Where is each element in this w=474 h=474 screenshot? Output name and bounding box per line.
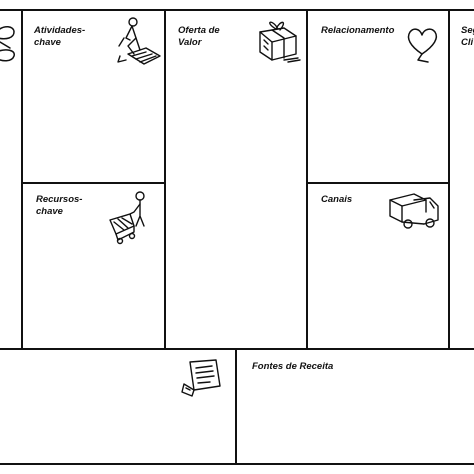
chain-link-icon xyxy=(0,22,20,66)
label-line-1: Canais xyxy=(321,194,353,205)
label-fontes-de-receita: Fontes de Receita xyxy=(252,361,333,373)
divider-activities-resources xyxy=(21,182,166,184)
divider-bottom-row xyxy=(0,348,474,350)
worker-cart-icon xyxy=(108,190,156,246)
divider-cost-revenue xyxy=(235,348,237,464)
divider-bottom xyxy=(0,463,474,465)
price-tag-icon xyxy=(180,356,224,400)
divider-top xyxy=(0,9,474,11)
divider-activities-value xyxy=(164,9,166,349)
label-line-2: chave xyxy=(34,37,61,48)
divider-left-edge xyxy=(21,9,23,349)
gift-icon xyxy=(254,14,302,64)
label-line-1: Atividades- xyxy=(34,25,86,36)
worker-icon xyxy=(110,16,164,68)
divider-relationship-segments xyxy=(448,9,450,349)
label-line-1: Oferta de xyxy=(178,25,220,36)
heart-icon xyxy=(404,24,440,64)
label-line-1: Fontes de Receita xyxy=(252,361,334,372)
label-relacionamento: Relacionamento xyxy=(321,25,394,37)
divider-relationship-channels xyxy=(306,182,450,184)
label-line-1: Recursos- xyxy=(36,194,83,205)
label-recursos-chave: Recursos- chave xyxy=(36,194,82,218)
label-line-2: chave xyxy=(36,206,63,217)
label-line-2: Valor xyxy=(178,37,202,48)
label-segmentos-clientes: Seg Cli xyxy=(461,25,474,49)
label-line-1: Seg xyxy=(461,25,474,36)
label-canais: Canais xyxy=(321,194,352,206)
divider-value-relationship xyxy=(306,9,308,349)
label-oferta-de-valor: Oferta de Valor xyxy=(178,25,220,49)
label-atividades-chave: Atividades- chave xyxy=(34,25,85,49)
label-line-2: Cli xyxy=(461,37,474,48)
label-line-1: Relacionamento xyxy=(321,25,395,36)
truck-icon xyxy=(386,190,442,232)
